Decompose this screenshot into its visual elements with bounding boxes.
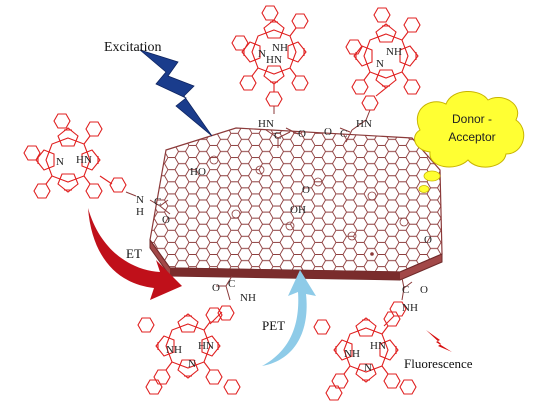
porph3-hn: HN (76, 154, 92, 166)
et-label: ET (126, 246, 142, 261)
amide-c-top2: C (340, 128, 348, 140)
fluorescence-label: Fluorescence (404, 356, 473, 371)
graphene-oxide-sheet (149, 127, 443, 281)
porph1-hn: HN (266, 54, 282, 66)
fluorescence-bolt-icon (426, 330, 452, 352)
porph2-nh: NH (386, 46, 402, 58)
donor-acceptor-bubble-icon (414, 91, 525, 193)
porph5-nh: NH (344, 348, 360, 360)
oh-group: OH (290, 204, 306, 216)
ketone-o: O (424, 234, 432, 246)
amide-c-bl: C (228, 278, 236, 290)
et-arrow-icon (88, 208, 182, 300)
amide-n-left: N (136, 194, 144, 206)
porphyrin-top-right (339, 7, 421, 143)
amide-c-top1: C (274, 130, 282, 142)
amide-hn-top2: HN (356, 118, 372, 130)
porph1-n: N (258, 48, 266, 60)
porph5-n: N (364, 362, 372, 374)
porphyrin-bottom-right (313, 277, 417, 401)
amide-o-left: O (162, 214, 170, 226)
donor-label: Donor - (451, 112, 492, 126)
excitation-label: Excitation (104, 40, 162, 55)
porphyrin-top-left (231, 5, 309, 148)
amide-nh-bl: NH (240, 292, 256, 304)
porph4-hn: HN (198, 340, 214, 352)
ho-group: HO (190, 166, 206, 178)
pet-arrow-icon (262, 270, 316, 366)
amide-c-br: C (402, 284, 410, 296)
amide-h-left: H (136, 206, 144, 218)
amide-o-bl: O (212, 282, 220, 294)
porph5-hn: HN (370, 340, 386, 352)
amide-nh-br: NH (402, 302, 418, 314)
porph4-n: N (188, 358, 196, 370)
amide-c-left: C (154, 196, 162, 208)
amide-o-top2a: O (324, 126, 332, 138)
acceptor-label: Acceptor (448, 130, 496, 144)
porphyrin-left (23, 113, 171, 215)
porph4-nh: NH (166, 344, 182, 356)
porph3-n: N (56, 156, 64, 168)
porph1-nh: NH (272, 42, 288, 54)
amide-o-top1: O (298, 128, 306, 140)
epoxide-o: O (302, 184, 310, 196)
porph2-n: N (376, 58, 384, 70)
amide-hn-top1: HN (258, 118, 274, 130)
excitation-bolt-icon (139, 49, 213, 137)
porphyrin-bottom-left (137, 275, 241, 395)
amide-o-br: O (420, 284, 428, 296)
pet-label: PET (262, 318, 286, 333)
